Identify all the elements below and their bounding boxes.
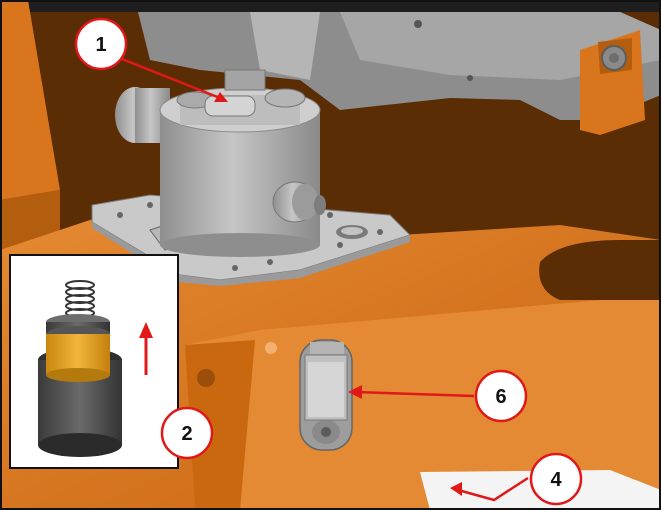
arrow-up-icon	[139, 322, 153, 375]
inset-panel	[9, 254, 179, 469]
callout-4: 4	[529, 452, 583, 506]
frame-highlight	[265, 342, 277, 354]
upper-machinery	[138, 12, 661, 120]
callout-2: 2	[160, 406, 214, 460]
leader-arrows	[116, 55, 529, 502]
top-border	[0, 0, 661, 12]
left-frame-top	[0, 0, 60, 200]
callout-6-label: 6	[495, 386, 506, 408]
spring-part	[65, 280, 95, 318]
callout-2-label: 2	[181, 423, 192, 445]
callout-4-label: 4	[550, 469, 562, 491]
callout-6: 6	[474, 369, 528, 423]
valve-housing	[115, 69, 326, 257]
leader-6-head	[348, 385, 362, 399]
callout-1: 1	[74, 17, 128, 71]
leader-4	[457, 476, 529, 502]
callout-1-label: 1	[95, 34, 106, 56]
upper-right-bracket	[580, 30, 645, 135]
frame-hole	[197, 369, 215, 387]
leader-4-head	[450, 482, 462, 496]
frame-cutout	[539, 240, 661, 300]
leader-6	[355, 390, 475, 398]
latch-part	[299, 339, 353, 451]
leader-1	[116, 55, 221, 100]
leader-1-head	[214, 92, 228, 102]
